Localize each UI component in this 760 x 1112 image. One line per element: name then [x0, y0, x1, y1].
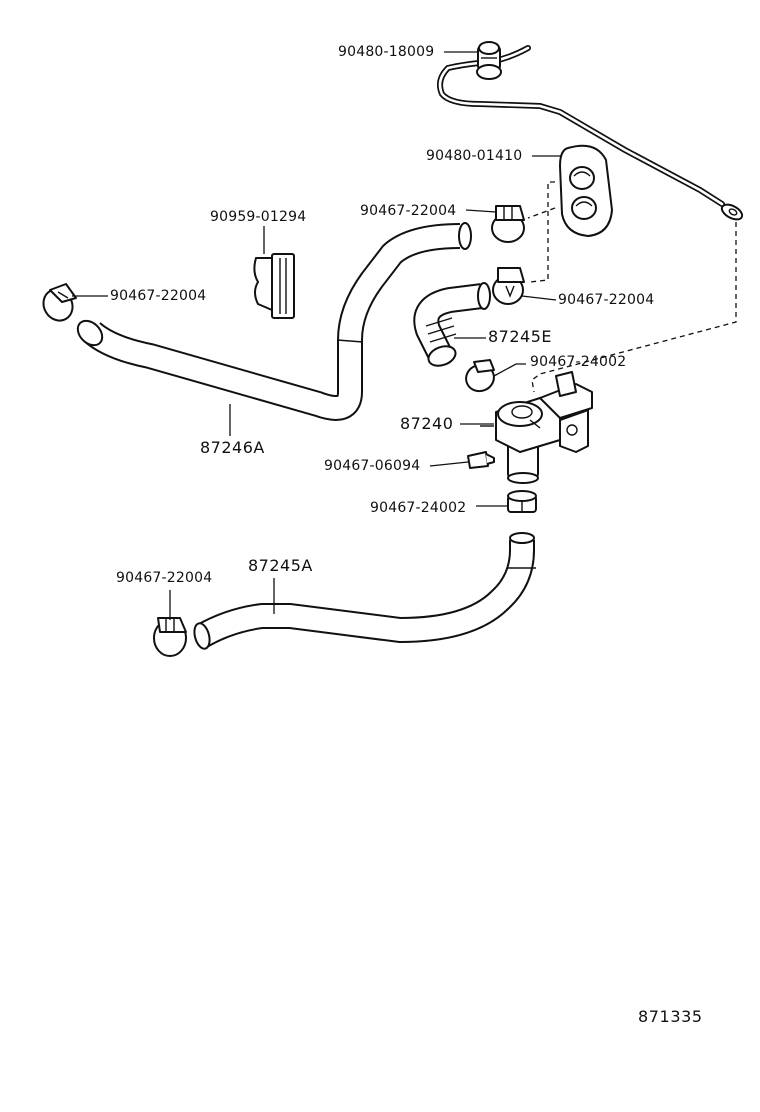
cable-grommet	[476, 41, 502, 80]
clamp-upper-left-shape	[491, 205, 525, 243]
label-hose-87246a: 87246A	[200, 438, 265, 457]
label-clip-bracket: 90959-01294	[210, 209, 307, 225]
leader-lines	[72, 51, 562, 620]
label-water-valve: 87240	[400, 414, 454, 433]
clamp-far-left-shape	[42, 283, 77, 322]
hose-87246a-shape	[76, 222, 472, 421]
clamp-valve-upper-shape	[465, 359, 495, 393]
label-clamp-valve-upper: 90467-24002	[530, 354, 627, 370]
clip-bracket-shape	[253, 253, 295, 319]
label-cable-grommet: 90480-18009	[338, 44, 435, 60]
water-valve-shape	[480, 371, 593, 484]
clamp-valve-lower-shape	[507, 490, 537, 513]
clamp-bottom-left-shape	[153, 617, 187, 657]
label-clamp-upper-left: 90467-22004	[360, 203, 457, 219]
grommet-plate	[559, 144, 613, 237]
label-clamp-bottom-left: 90467-22004	[116, 570, 213, 586]
hose-87245a-shape	[193, 532, 536, 650]
label-clip-small: 90467-06094	[324, 458, 421, 474]
label-hose-87245e: 87245E	[488, 327, 553, 346]
label-clamp-valve-lower: 90467-24002	[370, 500, 467, 516]
label-clamp-mid-right: 90467-22004	[558, 292, 655, 308]
label-clamp-far-left: 90467-22004	[110, 288, 207, 304]
hose-87245e-shape	[413, 282, 491, 367]
label-hose-87245a: 87245A	[248, 556, 313, 575]
clamp-mid-right-shape	[492, 267, 525, 305]
label-grommet-plate: 90480-01410	[426, 148, 523, 164]
diagram-reference-number: 871335	[638, 1007, 703, 1026]
clip-small-shape	[467, 451, 495, 469]
assembly-guide-lines	[527, 181, 737, 393]
